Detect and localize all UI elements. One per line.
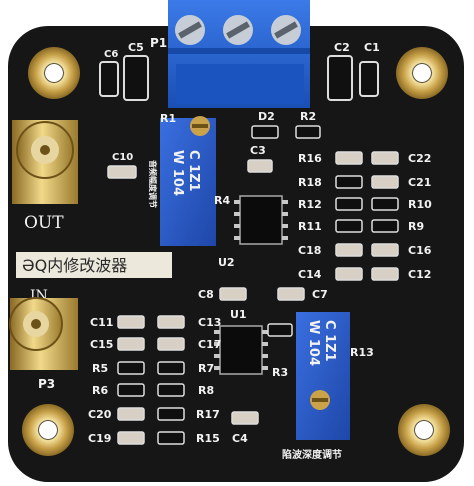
chip-u2 bbox=[234, 195, 288, 245]
svg-text:R9: R9 bbox=[408, 220, 424, 233]
pot-bottom-line1: W 104 bbox=[306, 320, 321, 366]
svg-text:C13: C13 bbox=[198, 316, 221, 329]
label-in-connector: P3 bbox=[38, 377, 55, 391]
svg-text:R15: R15 bbox=[196, 432, 220, 445]
svg-text:R7: R7 bbox=[198, 362, 214, 375]
label-terminal: P1 bbox=[150, 36, 167, 50]
ref-d2: D2 bbox=[258, 110, 275, 123]
smd-r3 bbox=[267, 323, 293, 337]
ref-r13: R13 bbox=[350, 346, 374, 359]
svg-text:C20: C20 bbox=[88, 408, 112, 421]
svg-text:R17: R17 bbox=[196, 408, 220, 421]
mounting-hole-top-right bbox=[396, 47, 448, 99]
pot-top-line2: C 1Z1 bbox=[186, 150, 201, 192]
label-strip bbox=[16, 252, 172, 278]
svg-text:C22: C22 bbox=[408, 152, 431, 165]
passive-grid-upper-right: R16 C22 R18 C21 R12 R10 R11 R9 C18 C16 C… bbox=[298, 151, 432, 281]
mounting-hole-top-left bbox=[28, 47, 80, 99]
ref-c10: C10 bbox=[112, 152, 133, 163]
tantalum-cap-c2 bbox=[327, 55, 353, 101]
svg-text:C11: C11 bbox=[90, 316, 113, 329]
svg-text:R11: R11 bbox=[298, 220, 322, 233]
ref-c6: C6 bbox=[104, 49, 118, 60]
ref-c4: C4 bbox=[232, 432, 248, 445]
smd-r2 bbox=[295, 125, 321, 139]
svg-text:R12: R12 bbox=[298, 198, 322, 211]
label-out: OUT bbox=[24, 213, 64, 233]
svg-text:R6: R6 bbox=[92, 384, 108, 397]
potentiometer-bottom: W 104 C 1Z1 bbox=[296, 312, 350, 440]
smd-c10 bbox=[107, 165, 137, 179]
depth-adjust-label: 陷波深度调节 bbox=[282, 448, 342, 461]
svg-text:R18: R18 bbox=[298, 176, 322, 189]
ref-c8: C8 bbox=[198, 288, 214, 301]
smd-c7 bbox=[277, 287, 305, 301]
ref-u2: U2 bbox=[218, 256, 235, 269]
smd-c4 bbox=[231, 411, 259, 425]
ref-c2: C2 bbox=[334, 41, 350, 54]
passive-grid-lower-left: C11 C13 C15 C17 R5 R7 R6 R8 C20 R17 C19 … bbox=[88, 315, 221, 445]
ref-c7: C7 bbox=[312, 288, 328, 301]
svg-text:C15: C15 bbox=[90, 338, 113, 351]
ref-r1: R1 bbox=[160, 112, 176, 125]
svg-text:C21: C21 bbox=[408, 176, 431, 189]
pot-top-line1: W 104 bbox=[170, 150, 185, 196]
svg-text:C16: C16 bbox=[408, 244, 432, 257]
svg-text:C12: C12 bbox=[408, 268, 431, 281]
svg-text:R8: R8 bbox=[198, 384, 214, 397]
tantalum-cap-c1 bbox=[359, 61, 379, 97]
pot-bottom-line2: C 1Z1 bbox=[322, 320, 337, 362]
ref-r3: R3 bbox=[272, 366, 288, 379]
svg-text:R5: R5 bbox=[92, 362, 108, 375]
smd-d2 bbox=[251, 125, 279, 139]
smd-c8 bbox=[219, 287, 247, 301]
sma-connector-out bbox=[12, 120, 78, 204]
svg-text:C14: C14 bbox=[298, 268, 322, 281]
pot-side-label: 音频幅度调节 bbox=[148, 160, 158, 208]
ref-c3: C3 bbox=[250, 144, 266, 157]
potentiometer-top: W 104 C 1Z1 bbox=[160, 116, 216, 246]
svg-text:R16: R16 bbox=[298, 152, 322, 165]
ref-c1: C1 bbox=[364, 41, 380, 54]
svg-text:C19: C19 bbox=[88, 432, 111, 445]
chip-u1 bbox=[214, 325, 268, 375]
ref-r2: R2 bbox=[300, 110, 316, 123]
mounting-hole-bottom-left bbox=[22, 404, 74, 456]
svg-text:C18: C18 bbox=[298, 244, 321, 257]
tantalum-cap-c5 bbox=[123, 55, 149, 101]
chinese-title: ƏQ内修改波器 bbox=[22, 256, 127, 275]
svg-text:R10: R10 bbox=[408, 198, 432, 211]
tantalum-cap-c6 bbox=[99, 61, 119, 97]
sma-connector-in bbox=[9, 297, 78, 370]
ref-u1: U1 bbox=[230, 308, 247, 321]
ref-c5: C5 bbox=[128, 41, 144, 54]
mounting-hole-bottom-right bbox=[398, 404, 450, 456]
smd-c3 bbox=[247, 159, 273, 173]
ref-r4: R4 bbox=[214, 194, 230, 207]
svg-text:C17: C17 bbox=[198, 338, 221, 351]
terminal-block bbox=[168, 0, 310, 108]
